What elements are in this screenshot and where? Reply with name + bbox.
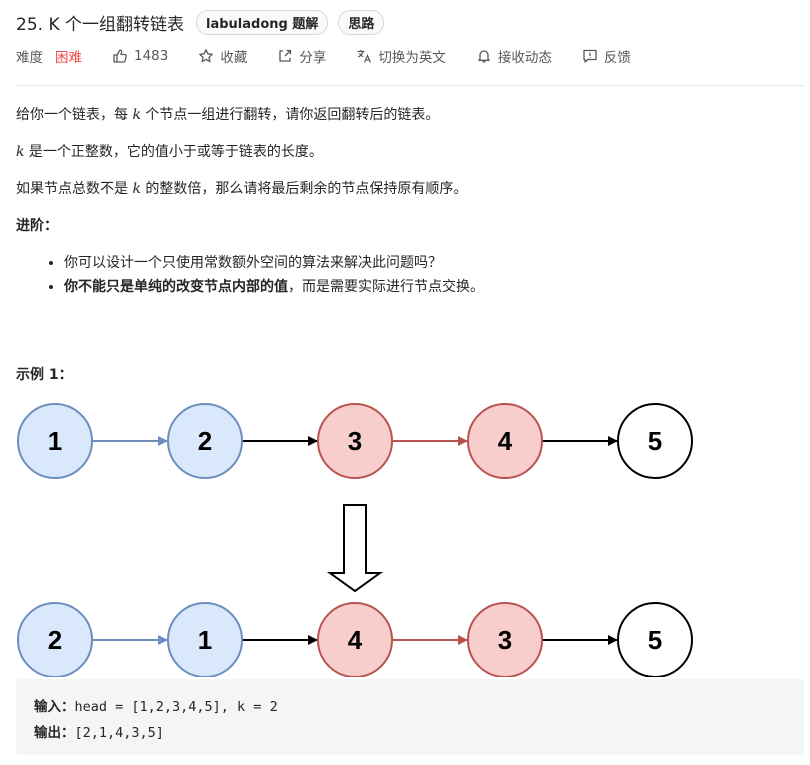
problem-title: 25. K 个一组翻转链表	[16, 14, 184, 35]
svg-text:5: 5	[648, 625, 662, 655]
after-node-1: 2	[17, 602, 93, 677]
like-button[interactable]: 1483	[112, 48, 168, 64]
before-node-4: 4	[467, 403, 543, 479]
difficulty: 难度 困难	[16, 46, 82, 66]
share-icon	[279, 49, 292, 62]
thumbs-up-icon	[113, 49, 127, 63]
advanced-list: 你可以设计一个只使用常数额外空间的算法来解决此问题吗？ 你不能只是单纯的改变节点…	[16, 252, 796, 298]
favorite-label: 收藏	[220, 50, 248, 66]
after-node-3: 4	[317, 602, 393, 677]
bell-icon	[478, 50, 490, 63]
linked-list-diagram: 1 2 3 4 5 2 1 4 3 5	[17, 403, 693, 677]
output-line: 输出：[2,1,4,3,5]	[34, 725, 164, 741]
notify-label: 接收动态	[497, 50, 552, 66]
before-node-2: 2	[167, 403, 243, 479]
before-node-1: 1	[17, 403, 93, 479]
difficulty-label: 难度	[16, 50, 43, 66]
advanced-title: 进阶：	[16, 218, 58, 234]
svg-text:4: 4	[348, 625, 363, 655]
problem-description: 给你一个链表，每 k 个节点一组进行翻转，请你返回翻转后的链表。 k 是一个正整…	[16, 104, 796, 300]
title-row: 25. K 个一组翻转链表 labuladong 题解 思路	[16, 8, 394, 36]
list-item: 你不能只是单纯的改变节点内部的值，而是需要实际进行节点交换。	[64, 276, 796, 298]
divider	[16, 85, 804, 86]
translate-icon	[357, 50, 372, 63]
feedback-button[interactable]: 反馈	[582, 46, 631, 66]
translate-button[interactable]: 切换为英文	[356, 46, 446, 66]
favorite-button[interactable]: 收藏	[198, 46, 247, 66]
example-title: 示例 1：	[16, 367, 73, 383]
before-node-5: 5	[617, 403, 693, 479]
feedback-label: 反馈	[603, 50, 631, 66]
svg-text:5: 5	[648, 426, 662, 456]
star-icon	[199, 49, 214, 63]
svg-text:2: 2	[198, 426, 212, 456]
input-line: 输入：head = [1,2,3,4,5], k = 2	[34, 699, 278, 715]
transform-arrow	[326, 504, 384, 593]
svg-text:3: 3	[498, 625, 512, 655]
tag-labuladong[interactable]: labuladong 题解	[196, 9, 329, 35]
difficulty-value: 困难	[55, 50, 82, 66]
svg-text:1: 1	[198, 625, 212, 655]
translate-label: 切换为英文	[378, 50, 446, 66]
paragraph-2: k 是一个正整数，它的值小于或等于链表的长度。	[16, 144, 323, 160]
after-node-2: 1	[167, 602, 243, 677]
share-label: 分享	[299, 50, 327, 66]
svg-text:3: 3	[348, 426, 362, 456]
feedback-icon	[583, 49, 597, 63]
paragraph-3: 如果节点总数不是 k 的整数倍，那么请将最后剩余的节点保持原有顺序。	[16, 181, 468, 197]
tag-hint[interactable]: 思路	[338, 9, 385, 35]
list-item: 你可以设计一个只使用常数额外空间的算法来解决此问题吗？	[64, 252, 796, 274]
after-node-4: 3	[467, 602, 543, 677]
like-count: 1483	[134, 48, 169, 64]
meta-row: 难度 困难 1483 收藏 分享 切换为英文 接收动态 反馈	[16, 44, 661, 68]
share-button[interactable]: 分享	[277, 46, 326, 66]
before-node-3: 3	[317, 403, 393, 479]
svg-text:2: 2	[48, 625, 62, 655]
example-io-box: 输入：head = [1,2,3,4,5], k = 2 输出：[2,1,4,3…	[16, 679, 804, 755]
svg-text:4: 4	[498, 426, 513, 456]
after-node-5: 5	[617, 602, 693, 677]
notify-button[interactable]: 接收动态	[476, 46, 552, 66]
paragraph-1: 给你一个链表，每 k 个节点一组进行翻转，请你返回翻转后的链表。	[16, 107, 440, 123]
svg-text:1: 1	[48, 426, 62, 456]
